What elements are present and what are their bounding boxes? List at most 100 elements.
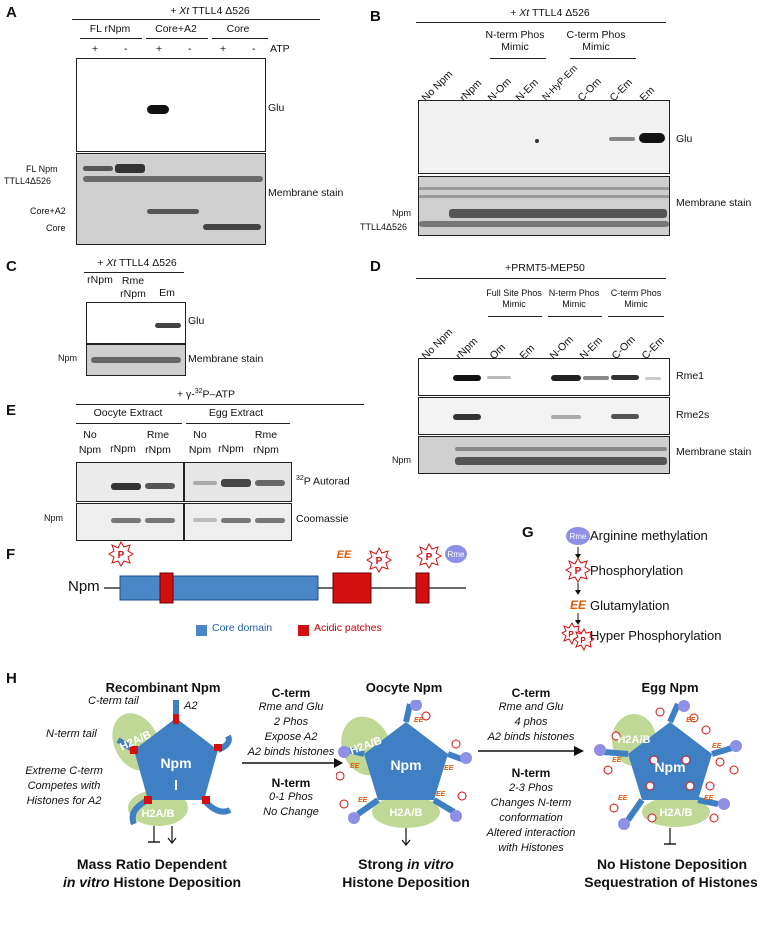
membrane-blot-b	[418, 176, 670, 236]
band	[645, 377, 661, 380]
coomassie-blot-oocyte	[76, 503, 184, 541]
t2-cterm-head: C-term	[511, 686, 551, 700]
panel-letter-f: F	[6, 546, 16, 563]
svg-text:P: P	[575, 566, 582, 577]
inhibition-symbol-3	[664, 828, 676, 845]
band-label-ttll4-b: TTLL4Δ526	[360, 222, 408, 232]
atp-sign-4: -	[188, 43, 192, 55]
svg-text:Npm: Npm	[160, 755, 191, 771]
band-label-ttll4: TTLL4Δ526	[4, 176, 52, 186]
panel-b-header: + Xt TTLL4 Δ526	[510, 7, 590, 19]
band	[83, 166, 113, 171]
svg-text:Rme: Rme	[570, 532, 587, 541]
svg-text:P: P	[580, 636, 586, 645]
band	[145, 518, 175, 523]
band	[455, 447, 667, 451]
band	[147, 105, 169, 114]
band	[551, 415, 581, 419]
svg-text:EE: EE	[444, 765, 454, 772]
cterm-label-d: C-term Phos Mimic	[610, 288, 662, 310]
band	[583, 376, 609, 380]
step-phos: Phosphorylation	[590, 563, 684, 578]
panel-letter-c: C	[6, 258, 17, 275]
lane-e-e3: Rme rNpm	[253, 429, 279, 457]
band	[551, 375, 581, 381]
atp-sign-5: +	[220, 43, 227, 55]
svg-text:Rme: Rme	[448, 550, 465, 559]
panel-a-header: + Xt TTLL4 Δ526	[170, 5, 250, 17]
band	[115, 164, 145, 173]
svg-text:EE: EE	[612, 757, 622, 764]
band	[83, 176, 263, 182]
band	[611, 414, 639, 419]
svg-text:H2A/B: H2A/B	[389, 807, 422, 819]
group-core-a2: Core+A2	[155, 23, 197, 35]
t1-cterm-3: Expose A2	[264, 731, 318, 743]
svg-text:EE: EE	[686, 717, 696, 724]
lane-c-2: Rme rNpm	[120, 275, 146, 300]
band-label-npm-e: Npm	[44, 513, 64, 523]
step-hyperphos: Hyper Phosphorylation	[590, 628, 722, 643]
t1-nterm-1: 0-1 Phos	[268, 791, 314, 803]
rme2s-blot	[418, 397, 670, 435]
t2-cterm-1: Rme and Glu	[498, 701, 564, 713]
panel-letter-g: G	[522, 524, 534, 541]
svg-text:Npm: Npm	[654, 759, 685, 775]
pathway-icons: Rme P EE P P	[561, 527, 595, 652]
rme-icon: Rme	[566, 527, 590, 545]
rme1-label: Rme1	[676, 370, 705, 382]
core-domain-bar	[119, 575, 319, 601]
group-core: Core	[226, 23, 250, 35]
npm-pentamer-oocyte: EE EE EE EE EE H2A/B H2A/B Npm	[336, 700, 472, 828]
acidic-patch-a1	[159, 572, 174, 604]
lane-e-o3: Rme rNpm	[145, 429, 171, 457]
glu-blot-c	[86, 302, 186, 344]
coomassie-blot-egg	[184, 503, 292, 541]
lane-c-1: rNpm	[87, 274, 113, 286]
step-glu: Glutamylation	[590, 598, 670, 613]
annot-a2: A2	[183, 700, 197, 712]
band-label-core-a2: Core+A2	[30, 206, 66, 216]
t2-nterm-1: 2-3 Phos	[508, 782, 554, 794]
t2-nterm-2: Changes N-term	[490, 797, 572, 809]
band-label-npm-c: Npm	[58, 353, 78, 363]
band	[419, 195, 669, 198]
svg-text:H2A/B: H2A/B	[659, 807, 692, 819]
hyperphospho-icon: P P	[561, 621, 595, 652]
panel-letter-d: D	[370, 258, 381, 275]
phospho-icon: P	[565, 556, 591, 583]
atp-sign-1: +	[92, 43, 99, 55]
lane-e-o1: No Npm	[78, 429, 102, 457]
arrow-right-2	[478, 746, 584, 756]
panel-e-header: + γ-32P–ATP	[176, 388, 236, 401]
band	[419, 187, 669, 190]
state2-outcome-2: Histone Deposition	[342, 874, 470, 890]
lane-b-1: No Npm	[419, 68, 456, 104]
lane-e-e2: rNpm	[218, 443, 244, 455]
membrane-label-c: Membrane stain	[188, 353, 264, 365]
band	[147, 209, 199, 214]
state1-outcome-2: in vitro Histone Deposition	[62, 874, 242, 890]
band	[639, 133, 665, 143]
state2-outcome-1: Strong in vitro	[358, 856, 454, 872]
band-label-core: Core	[46, 223, 66, 233]
state3-outcome-1: No Histone Deposition	[596, 856, 748, 872]
band	[255, 518, 285, 523]
annot-cterm-tail: C-term tail	[88, 695, 139, 707]
atp-sign-6: -	[252, 43, 256, 55]
membrane-label-b: Membrane stain	[676, 197, 752, 209]
t2-nterm-3: conformation	[499, 812, 563, 824]
glu-blot-a	[76, 58, 266, 152]
band	[487, 376, 511, 379]
svg-text:EE: EE	[350, 763, 360, 770]
deposition-arrow-2	[401, 828, 411, 846]
legend-core-label: Core domain	[212, 622, 273, 634]
t2-cterm-2: 4 phos	[514, 716, 548, 728]
state1-title: Recombinant Npm	[105, 680, 221, 695]
cterm-label-b: C-term Phos Mimic	[566, 29, 626, 53]
lane-e-e1: No Npm	[188, 429, 212, 457]
annot-nterm-tail: N-term tail	[46, 728, 97, 740]
t2-nterm-5: with Histones	[498, 842, 564, 854]
band	[193, 518, 217, 522]
